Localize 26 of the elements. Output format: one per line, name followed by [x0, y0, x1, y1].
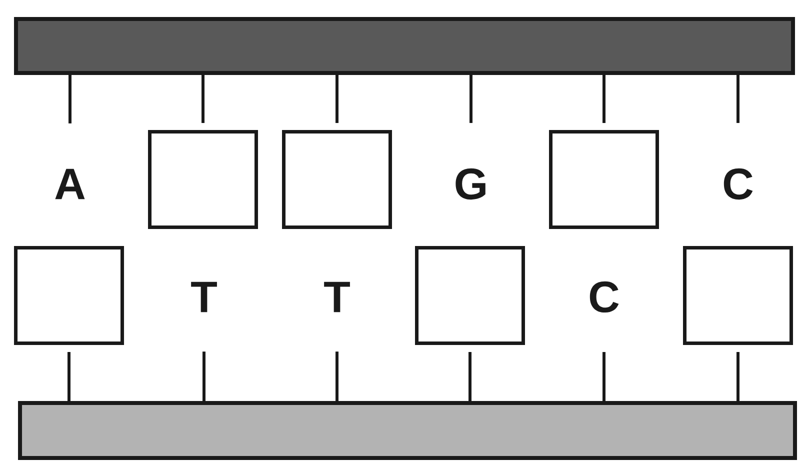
connector-line — [468, 352, 472, 401]
empty-box — [282, 130, 392, 229]
connector-line — [736, 75, 740, 123]
base-letter: G — [456, 168, 486, 200]
empty-box — [415, 246, 525, 345]
empty-box — [14, 246, 124, 345]
base-letter: C — [724, 168, 753, 200]
base-letter: T — [324, 282, 350, 312]
base-letter: T — [191, 282, 217, 312]
connector-line — [602, 75, 606, 123]
connector-line — [202, 75, 204, 123]
base-letter: A — [55, 168, 85, 200]
connector-line — [336, 352, 338, 401]
strand-bar — [14, 17, 795, 75]
base-letter: C — [590, 281, 619, 313]
connector-line — [602, 352, 606, 401]
connector-line — [68, 352, 70, 401]
empty-box — [549, 130, 659, 229]
empty-box — [148, 130, 258, 229]
connector-line — [68, 75, 72, 124]
connector-line — [470, 75, 472, 123]
connector-line — [202, 352, 206, 401]
strand-bar — [18, 401, 797, 460]
connector-line — [736, 352, 740, 401]
connector-line — [336, 75, 338, 123]
empty-box — [683, 246, 793, 345]
